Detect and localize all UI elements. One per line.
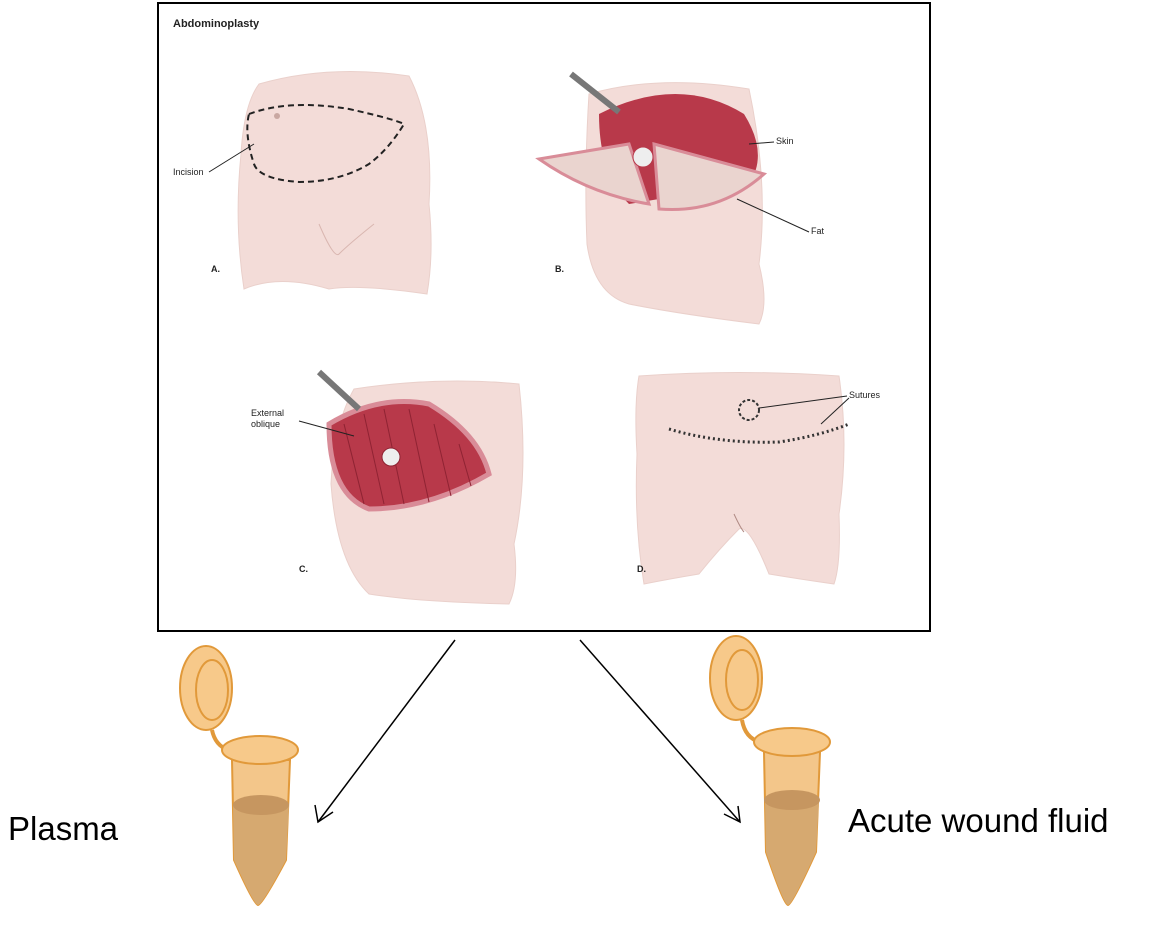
acute-wound-fluid-label: Acute wound fluid: [848, 802, 1109, 840]
left-arrow: [315, 640, 455, 822]
left-tube-icon: [180, 646, 298, 905]
right-tube-icon: [710, 636, 830, 905]
plasma-label: Plasma: [8, 810, 118, 848]
